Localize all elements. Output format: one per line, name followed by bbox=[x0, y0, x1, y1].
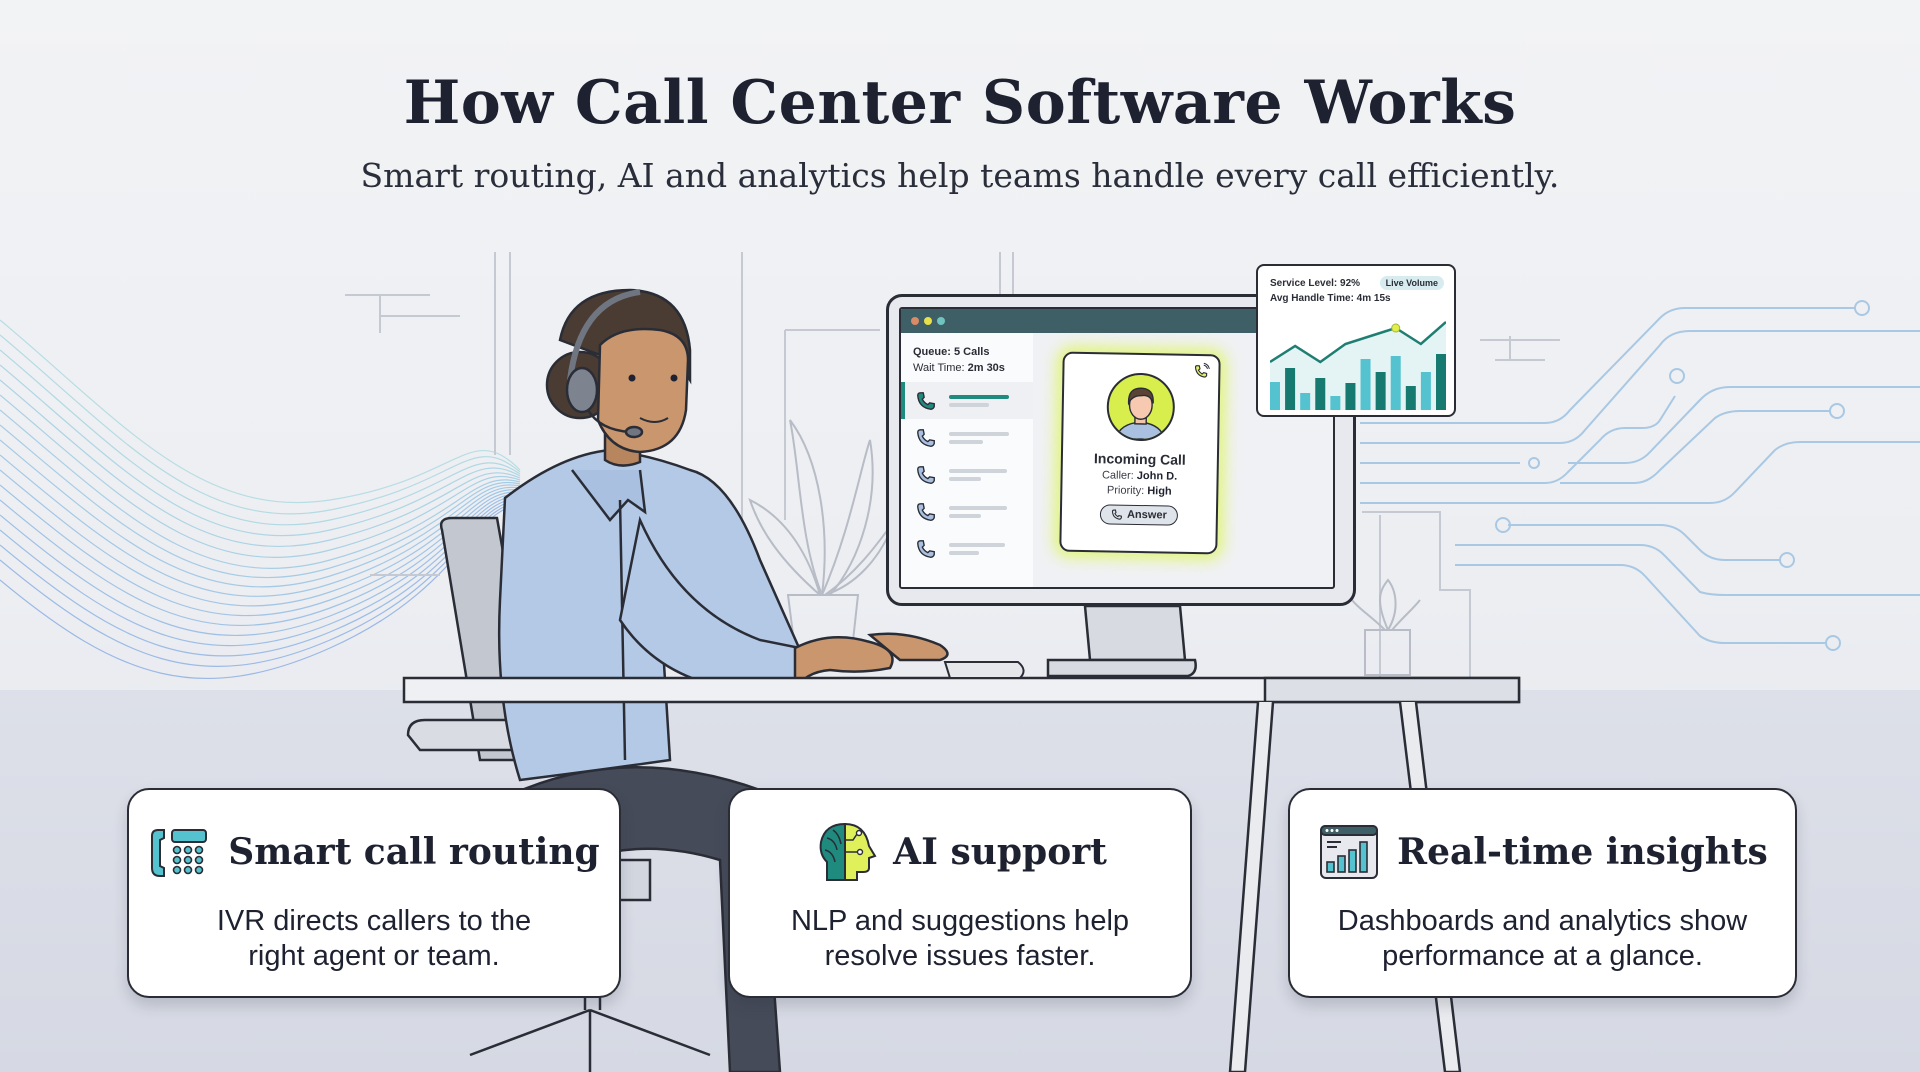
ringing-phone-icon bbox=[1194, 362, 1210, 378]
feature-description: IVR directs callers to the right agent o… bbox=[216, 905, 532, 972]
call-queue-panel: Queue: 5 Calls Wait Time: 2m 30s bbox=[901, 333, 1033, 587]
page-header: How Call Center Software Works Smart rou… bbox=[0, 68, 1920, 195]
feature-card-ai-support: AI support NLP and suggestions help reso… bbox=[728, 788, 1192, 998]
window-dot-close[interactable] bbox=[911, 317, 919, 325]
chart-bar bbox=[1345, 383, 1356, 410]
wait-time-value: 2m 30s bbox=[967, 362, 1005, 374]
office-wall-lines bbox=[345, 252, 1560, 690]
queue-item[interactable] bbox=[901, 530, 1033, 567]
chart-bar bbox=[1270, 382, 1280, 410]
chart-bar bbox=[1420, 372, 1431, 410]
ai-head-brain-icon bbox=[819, 822, 877, 881]
caller-name: John D. bbox=[1136, 469, 1178, 483]
dashboard-chart-icon bbox=[1320, 825, 1379, 879]
feature-card-smart-routing: Smart call routing IVR directs callers t… bbox=[127, 788, 621, 998]
chart-bar bbox=[1436, 354, 1446, 410]
volume-chart bbox=[1270, 321, 1446, 410]
phone-icon bbox=[917, 465, 935, 484]
person-avatar-icon bbox=[1114, 387, 1166, 441]
phone-icon bbox=[1112, 509, 1123, 520]
answer-button[interactable]: Answer bbox=[1099, 504, 1178, 526]
live-stats-card: Service Level: 92% Avg Handle Time: 4m 1… bbox=[1256, 264, 1456, 417]
chart-bar bbox=[1375, 372, 1386, 410]
chart-bar bbox=[1390, 356, 1401, 410]
ivr-phone-keypad-icon bbox=[151, 829, 208, 877]
feature-title: Real-time insights bbox=[1397, 831, 1768, 873]
chart-bar bbox=[1360, 359, 1371, 410]
queue-summary: Queue: 5 Calls Wait Time: 2m 30s bbox=[901, 333, 1033, 382]
plant-icon bbox=[748, 419, 896, 651]
phone-icon bbox=[917, 502, 935, 521]
priority-value: High bbox=[1147, 485, 1172, 498]
caller-info: Caller: John D. bbox=[1101, 469, 1178, 483]
small-plant-icon bbox=[1351, 578, 1421, 676]
feature-title: Smart call routing bbox=[228, 831, 600, 873]
avg-handle-time: Avg Handle Time: 4m 15s bbox=[1270, 293, 1391, 304]
service-level: Service Level: 92% bbox=[1270, 278, 1361, 289]
chart-bar bbox=[1315, 378, 1326, 410]
wait-time-label: Wait Time: bbox=[913, 362, 965, 374]
window-dot-minimize[interactable] bbox=[924, 317, 932, 325]
answer-label: Answer bbox=[1126, 508, 1167, 522]
live-volume-badge[interactable]: Live Volume bbox=[1379, 276, 1444, 290]
queue-label: Queue: bbox=[913, 346, 951, 358]
phone-icon bbox=[917, 539, 935, 558]
feature-card-real-time-insights: Real-time insights Dashboards and analyt… bbox=[1288, 788, 1797, 998]
phone-icon bbox=[917, 391, 935, 410]
queue-item[interactable] bbox=[901, 382, 1033, 419]
incoming-call-card: Incoming Call Caller: John D. Priority: … bbox=[1059, 351, 1221, 555]
feature-title: AI support bbox=[893, 831, 1107, 873]
queue-item[interactable] bbox=[901, 419, 1033, 456]
caller-avatar bbox=[1106, 372, 1176, 442]
window-dot-maximize[interactable] bbox=[937, 317, 945, 325]
circuit-lines bbox=[1360, 300, 1920, 651]
chart-bar bbox=[1300, 393, 1311, 410]
incoming-call-title: Incoming Call bbox=[1093, 450, 1186, 468]
page-subtitle: Smart routing, AI and analytics help tea… bbox=[360, 156, 1560, 195]
queue-item[interactable] bbox=[901, 493, 1033, 530]
feature-description: NLP and suggestions help resolve issues … bbox=[790, 905, 1130, 972]
feature-description: Dashboards and analytics show performanc… bbox=[1337, 905, 1748, 972]
chart-bar bbox=[1405, 386, 1416, 410]
chart-bar bbox=[1330, 396, 1341, 410]
keyboard bbox=[943, 661, 1025, 679]
chart-bar bbox=[1285, 368, 1296, 410]
queue-item[interactable] bbox=[901, 456, 1033, 493]
sound-wave-lines bbox=[0, 319, 521, 680]
page-title: How Call Center Software Works bbox=[403, 68, 1517, 138]
phone-icon bbox=[917, 428, 935, 447]
queue-count: 5 Calls bbox=[953, 346, 990, 358]
priority-info: Priority: High bbox=[1106, 484, 1172, 498]
